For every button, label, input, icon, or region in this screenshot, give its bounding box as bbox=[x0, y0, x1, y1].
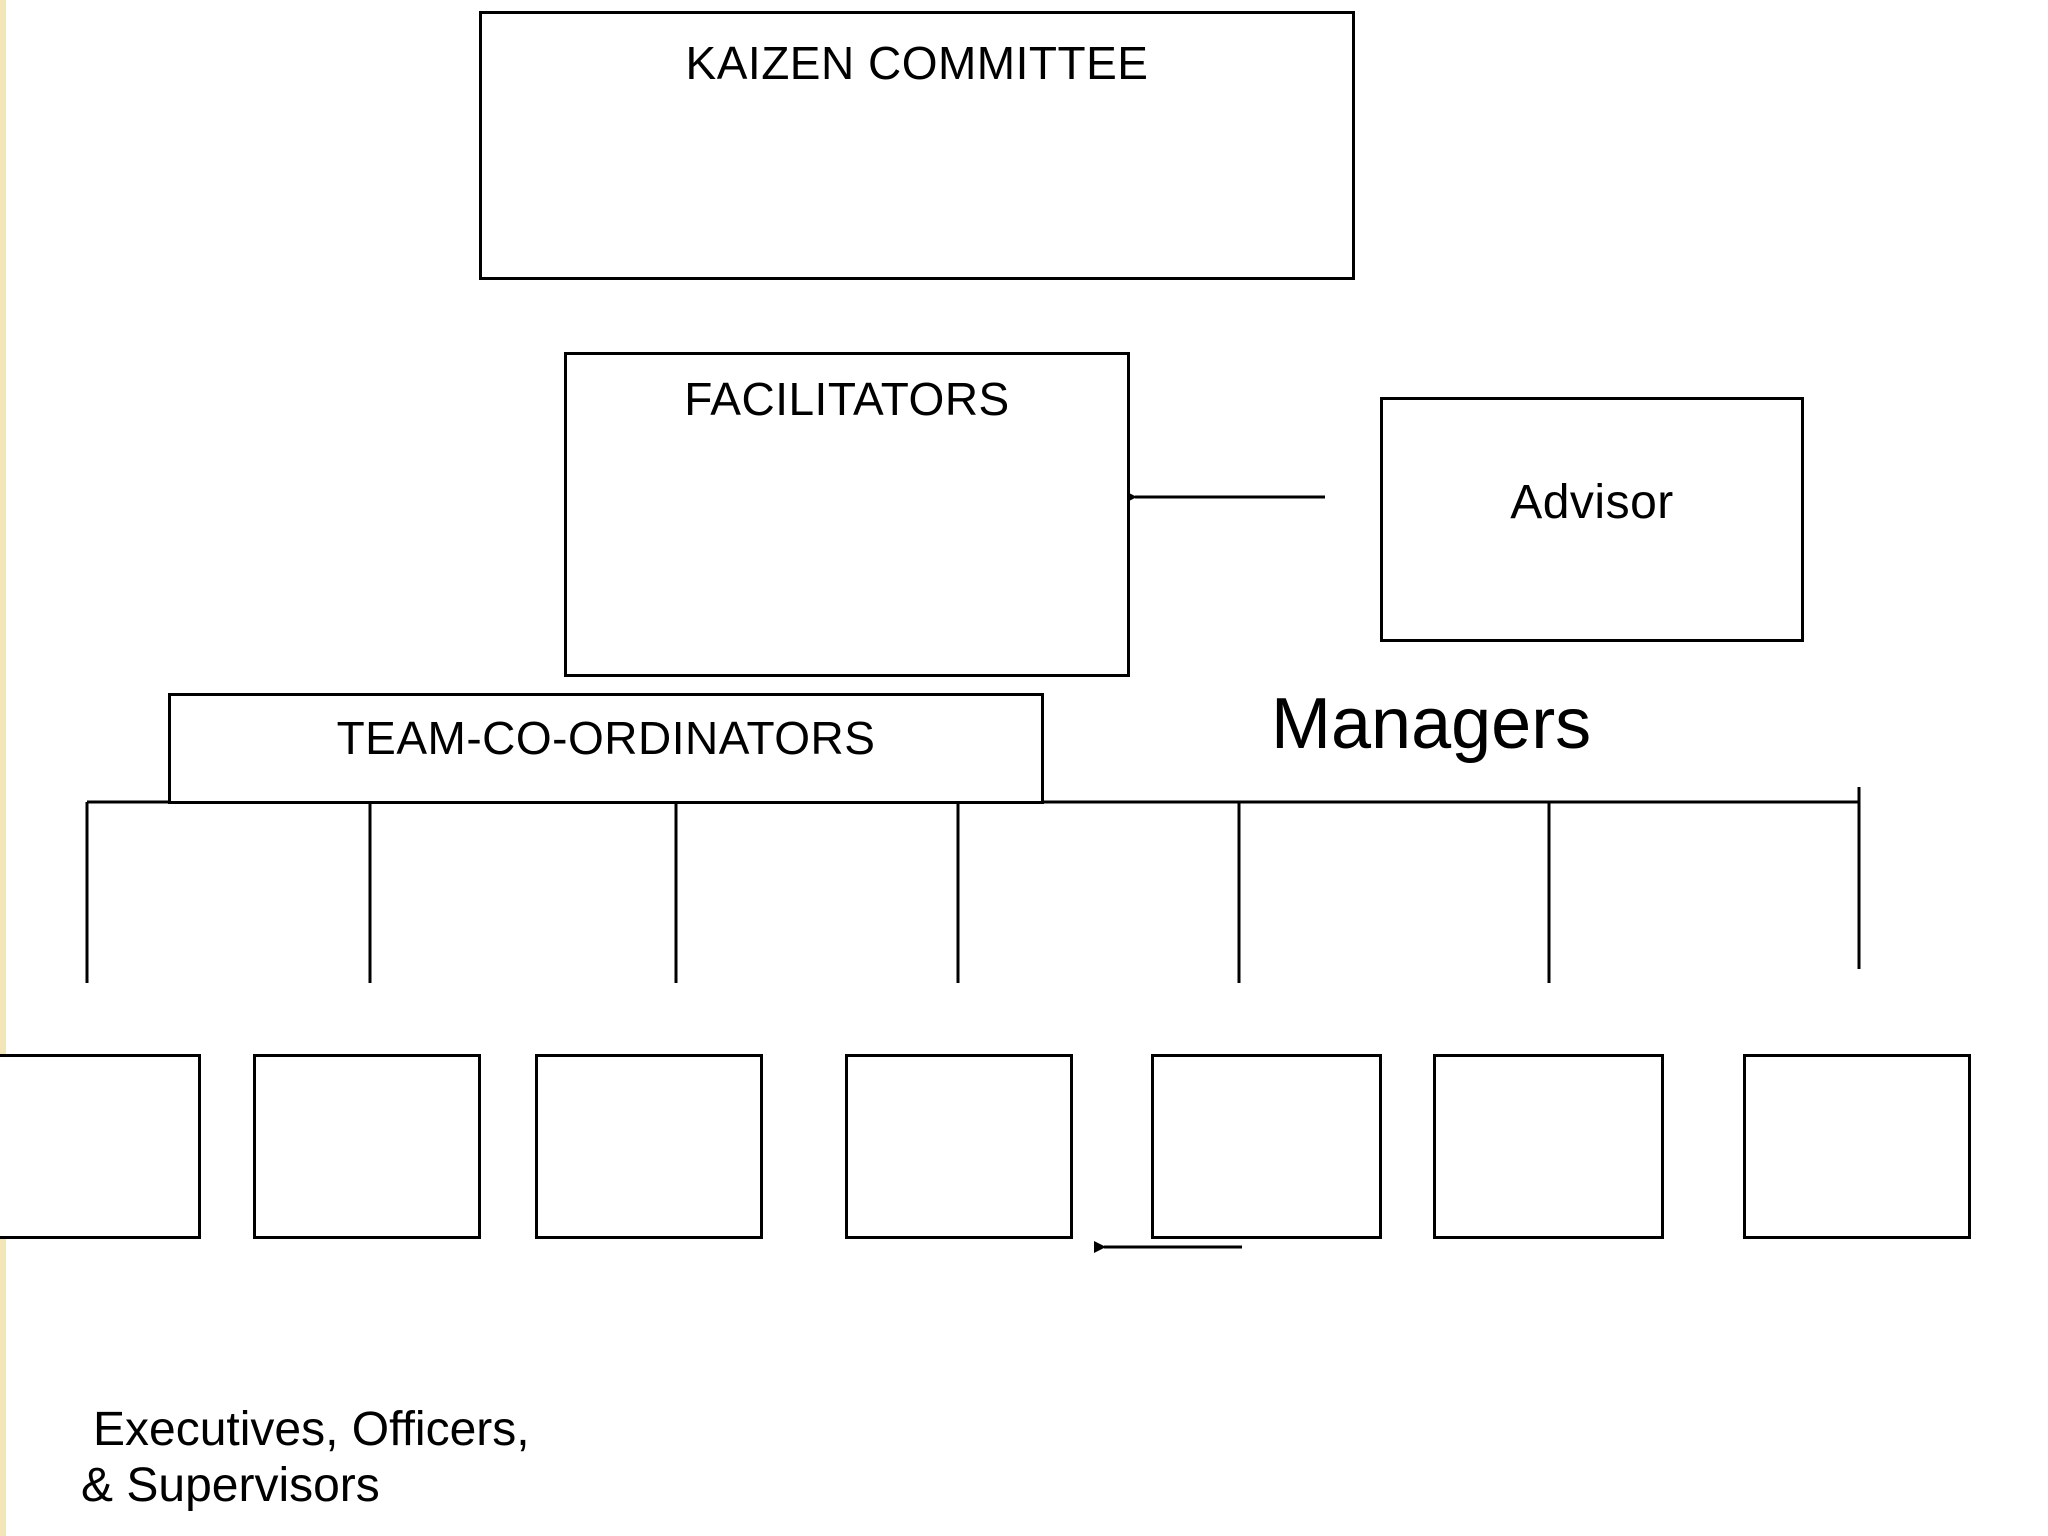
kaizen-committee-box: KAIZEN COMMITTEE bbox=[479, 11, 1355, 280]
advisor-box: Advisor bbox=[1380, 397, 1804, 642]
team-box bbox=[253, 1054, 481, 1239]
kaizen-committee-label: KAIZEN COMMITTEE bbox=[685, 37, 1149, 89]
facilitators-box: FACILITATORS bbox=[564, 352, 1130, 677]
team-box bbox=[535, 1054, 763, 1239]
team-box bbox=[0, 1054, 201, 1239]
facilitators-label: FACILITATORS bbox=[684, 373, 1010, 425]
team-coordinators-label: TEAM-CO-ORDINATORS bbox=[336, 712, 876, 764]
staff-label-line2: & Supervisors bbox=[81, 1459, 380, 1512]
staff-label-line1: Executives, Officers, bbox=[93, 1403, 530, 1456]
team-coordinators-box: TEAM-CO-ORDINATORS bbox=[168, 693, 1044, 804]
managers-label: Managers bbox=[1271, 684, 1592, 764]
team-box bbox=[1743, 1054, 1971, 1239]
advisor-label: Advisor bbox=[1510, 476, 1674, 529]
team-box bbox=[1151, 1054, 1382, 1239]
team-box bbox=[845, 1054, 1073, 1239]
left-edge-strip bbox=[0, 0, 6, 1536]
team-box bbox=[1433, 1054, 1664, 1239]
